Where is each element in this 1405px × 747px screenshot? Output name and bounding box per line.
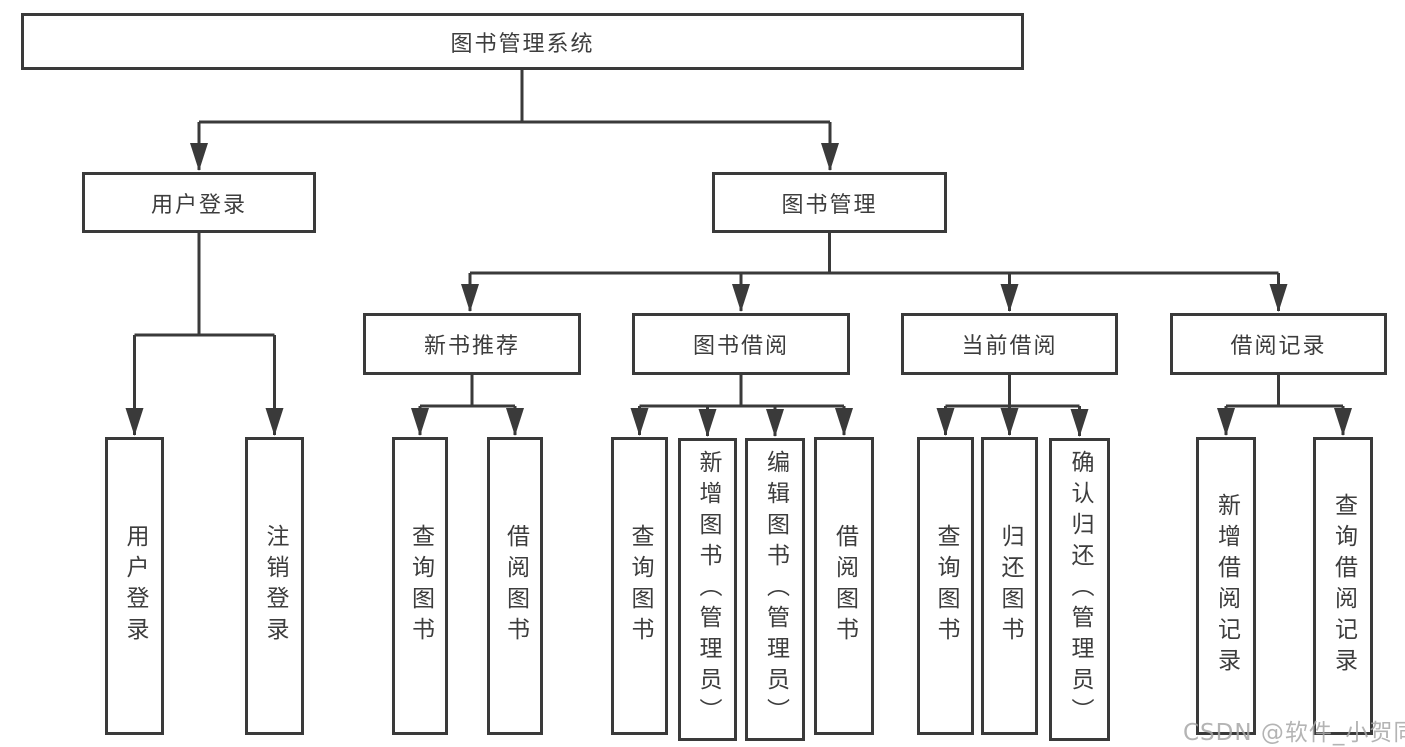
connector-user-login-group bbox=[125, 233, 284, 436]
node-label: 借阅图书 bbox=[502, 524, 529, 648]
node-label: 图书管理 bbox=[781, 192, 878, 218]
connector-current-borrowing-group bbox=[936, 375, 1089, 437]
node-label: 图书管理系统 bbox=[450, 31, 595, 57]
leaf-return-books: 归还图书 bbox=[981, 437, 1038, 735]
leaf-query-borrowing-record: 查询借阅记录 bbox=[1313, 437, 1373, 735]
leaf-query-books-recommend: 查询图书 bbox=[392, 437, 448, 735]
connector-root bbox=[190, 70, 839, 171]
leaf-edit-books-admin: 编辑图书（管理员） bbox=[745, 438, 805, 741]
node-label: 查询图书 bbox=[627, 524, 653, 648]
node-label: 查询借阅记录 bbox=[1330, 493, 1357, 679]
node-label: 编辑图书（管理员） bbox=[762, 450, 789, 729]
node-new-book-recommendation: 新书推荐 bbox=[363, 313, 581, 375]
node-label: 借阅记录 bbox=[1230, 334, 1327, 359]
leaf-query-books-borrow: 查询图书 bbox=[611, 437, 668, 735]
csdn-watermark: CSDN @软件_小贺同学 bbox=[1183, 720, 1405, 746]
node-borrowing-records: 借阅记录 bbox=[1170, 313, 1387, 375]
node-book-borrowing: 图书借阅 bbox=[632, 313, 850, 375]
node-label: 图书借阅 bbox=[692, 334, 789, 359]
leaf-logout: 注销登录 bbox=[245, 437, 304, 735]
leaf-borrow-books: 借阅图书 bbox=[814, 437, 874, 735]
node-label: 新增借阅记录 bbox=[1213, 493, 1240, 679]
leaf-query-books-current: 查询图书 bbox=[917, 437, 974, 735]
node-current-borrowing: 当前借阅 bbox=[901, 313, 1118, 375]
leaf-confirm-return-admin: 确认归还（管理员） bbox=[1049, 438, 1110, 741]
connector-book-management-group bbox=[461, 233, 1288, 312]
node-label: 当前借阅 bbox=[961, 334, 1058, 359]
leaf-user-login: 用户登录 bbox=[105, 437, 164, 735]
node-library-management-system: 图书管理系统 bbox=[21, 13, 1024, 70]
leaf-add-borrowing-record: 新增借阅记录 bbox=[1196, 437, 1256, 735]
leaf-borrow-books-recommend: 借阅图书 bbox=[487, 437, 543, 735]
node-label: 用户登录 bbox=[122, 524, 148, 648]
node-label: 注销登录 bbox=[262, 524, 288, 648]
connector-book-borrowing-group bbox=[630, 375, 853, 437]
node-label: 归还图书 bbox=[997, 524, 1023, 648]
node-label: 新增图书（管理员） bbox=[695, 450, 721, 729]
node-label: 借阅图书 bbox=[831, 524, 858, 648]
connector-borrowing-records-group bbox=[1217, 375, 1352, 436]
connector-new-book-recommendation-group bbox=[411, 375, 524, 436]
node-label: 查询图书 bbox=[407, 524, 434, 648]
node-user-login: 用户登录 bbox=[82, 172, 316, 233]
node-label: 用户登录 bbox=[150, 192, 247, 218]
node-label: 查询图书 bbox=[933, 524, 959, 648]
node-label: 确认归还（管理员） bbox=[1067, 450, 1093, 729]
node-label: 新书推荐 bbox=[423, 334, 520, 359]
leaf-add-books-admin: 新增图书（管理员） bbox=[678, 438, 737, 741]
node-book-management: 图书管理 bbox=[712, 172, 947, 233]
